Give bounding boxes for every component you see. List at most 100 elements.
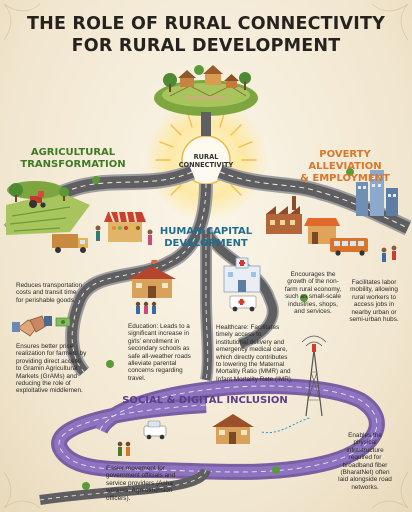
note-line: nearby urban or — [351, 308, 397, 316]
note-education: Education: Leads to a significant increa… — [128, 323, 210, 382]
note-line: semi-urban hubs. — [349, 316, 399, 324]
note-line: exploitative middlemen. — [16, 387, 83, 395]
note-line: farm rural economy, — [284, 285, 342, 293]
note-line: infrastructure — [346, 446, 384, 454]
note-line: laid alongside road — [338, 476, 392, 484]
note-line: institutional delivery and — [216, 338, 285, 346]
poverty-header-line1: POVERTY ALLEVIATION — [308, 149, 382, 172]
note-line: Mortality Ratio (MMR) and — [216, 368, 291, 376]
note-line: (BharatNet) often — [340, 469, 390, 477]
agri-header-line1: AGRICULTURAL — [30, 147, 116, 158]
note-line: safe all-weather roads — [128, 352, 191, 360]
tower-icon — [301, 335, 327, 417]
sun-icon — [144, 98, 268, 222]
agri-header-line2: TRANSFORMATION — [20, 159, 126, 170]
note-line: travel. — [128, 374, 146, 382]
note-healthcare: Healthcare: Facilitates timely access to… — [216, 324, 308, 383]
tree-icon — [9, 183, 69, 202]
note-line: such as small-scale — [285, 293, 341, 301]
note-line: workers, Agri-extension — [106, 487, 173, 495]
note-nonfarm-economy: Encourages the growth of the non- farm r… — [276, 271, 350, 315]
note-line: access jobs in — [353, 301, 395, 309]
note-broadband: Enables the physical infrastructure requ… — [328, 432, 402, 491]
handshake-icon — [12, 315, 52, 337]
page-title-line1: THE ROLE OF RURAL CONNECTIVITY — [27, 14, 385, 34]
city-icon — [356, 170, 398, 216]
village-icon — [154, 65, 258, 116]
note-line: providing direct access — [16, 357, 82, 365]
note-transport: Reduces transportation costs and transit… — [16, 282, 112, 304]
ambulance-icon — [229, 295, 257, 312]
note-line: to Gramin Agricultural — [16, 365, 78, 373]
note-line: timely access to — [216, 331, 262, 339]
note-line: Facilitates labor — [351, 279, 397, 286]
note-line: Enables the — [348, 432, 382, 439]
school-icon — [128, 260, 176, 298]
note-line: significant increase in — [128, 330, 190, 338]
note-line: to lowering the Maternal — [216, 361, 285, 369]
note-line: Healthcare: Facilitates — [216, 324, 280, 331]
truck-icon — [52, 234, 88, 253]
market-stall-icon — [104, 211, 146, 242]
human-header-line2: DEVELOPMENT — [164, 238, 248, 249]
shop-icon — [304, 218, 340, 244]
note-line: industries, shops, — [288, 300, 338, 308]
note-line: broadband fiber — [342, 461, 388, 469]
page-title-line2: FOR RURAL DEVELOPMENT — [71, 36, 341, 56]
house-icon — [212, 414, 254, 444]
social-header: SOCIAL & DIGITAL INCLUSION — [122, 395, 288, 406]
note-line: Education: Leads to a — [128, 323, 190, 330]
note-line: girls' enrollment in — [128, 337, 180, 345]
note-line: service providers (Asha — [106, 479, 173, 487]
note-line: Reduces transportation — [16, 282, 83, 289]
note-line: Easier movement for — [106, 465, 165, 472]
note-line: mobility, allowing — [350, 286, 398, 294]
note-line: growth of the non- — [287, 278, 339, 286]
note-price-realization: Ensures better price realization for far… — [16, 343, 116, 395]
note-line: realization for farmers by — [16, 350, 87, 358]
poverty-header-line2: & EMPLOYMENT — [300, 173, 390, 184]
fiber-line — [261, 417, 311, 434]
note-line: reducing the role of — [16, 380, 71, 388]
students-icon — [135, 301, 157, 314]
note-labor-mobility: Facilitates labor mobility, allowing rur… — [340, 279, 408, 323]
note-line: Ensures better price — [16, 343, 74, 350]
note-line: Infant Mortality Rate (IMR). — [216, 375, 293, 383]
note-line: Encourages the — [290, 271, 336, 278]
tractor-icon — [29, 191, 46, 208]
note-line: Markets (GrAMs) and — [16, 372, 78, 380]
section-agricultural-transformation: AGRICULTURAL TRANSFORMATION — [16, 147, 130, 171]
center-label-line1: RURAL — [193, 153, 219, 161]
note-line: alleviate parental — [128, 360, 177, 368]
note-line: officers). — [106, 494, 131, 502]
car-icon — [143, 420, 167, 440]
note-line: concerns regarding — [128, 367, 183, 375]
section-human-capital: HUMAN CAPITAL DEVELOPMENT — [146, 226, 266, 250]
section-poverty-alleviation: POVERTY ALLEVIATION & EMPLOYMENT — [282, 149, 408, 185]
note-line: government officials and — [106, 472, 176, 480]
human-header-line1: HUMAN CAPITAL — [159, 226, 253, 237]
hospital-icon — [223, 257, 261, 293]
note-line: rural workers to — [351, 293, 397, 301]
factory-icon — [266, 196, 302, 234]
note-government-officials: Easier movement for government officials… — [106, 465, 202, 502]
farmers-icon — [95, 225, 153, 245]
bus-icon — [330, 238, 368, 256]
note-line: secondary schools as — [128, 345, 190, 353]
money-icon — [55, 317, 71, 327]
center-label: RURAL CONNECTIVITY — [176, 153, 236, 169]
note-line: physical — [353, 439, 377, 447]
note-line: and services. — [294, 308, 332, 316]
workers-icon — [381, 245, 397, 262]
corner-ornaments — [3, 3, 409, 509]
section-social-digital: SOCIAL & DIGITAL INCLUSION — [110, 395, 300, 407]
note-line: for perishable goods. — [16, 296, 76, 304]
note-line: costs and transit time — [16, 289, 77, 297]
center-label-line2: CONNECTIVITY — [178, 161, 234, 169]
tree-icon — [82, 168, 354, 490]
officials-icon — [117, 441, 131, 456]
digital-road — [39, 378, 385, 505]
note-line: which directly contributes — [216, 353, 288, 361]
